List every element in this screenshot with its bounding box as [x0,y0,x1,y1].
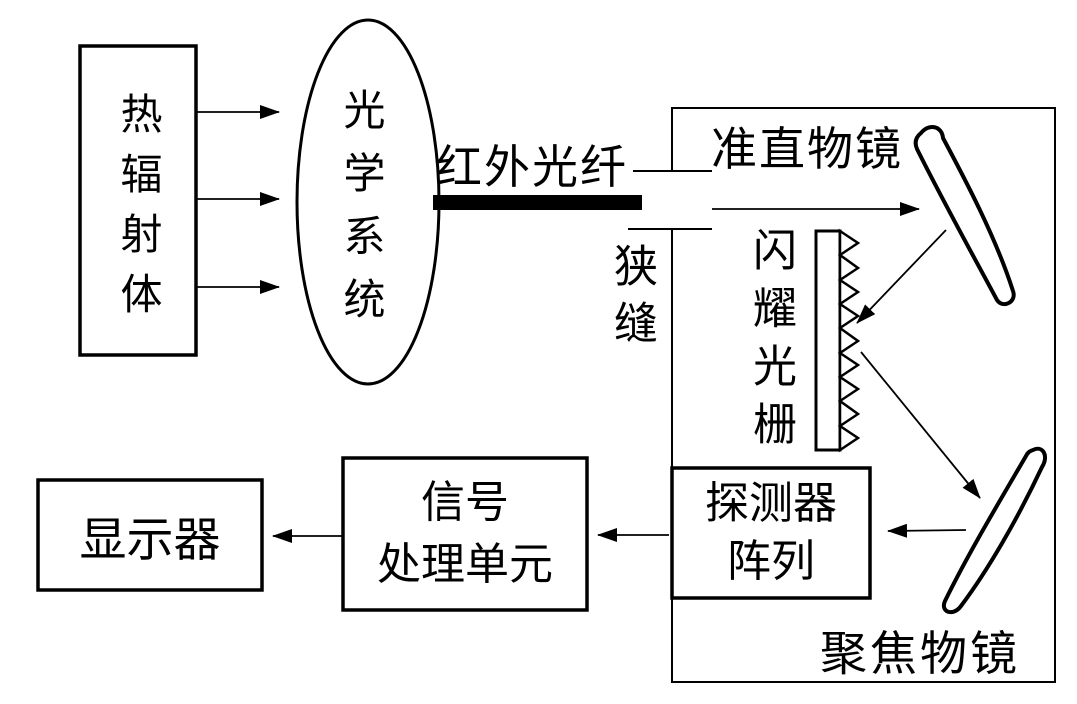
signal-processor-label-line1: 信号 [421,478,509,528]
detector-array-label-line1: 探测器 [705,478,837,528]
spectrometer-enclosure-box [671,107,1056,683]
thermal-radiator-box [78,44,198,357]
beam-arrow-collimator-to-grating [856,229,947,324]
display-box [36,478,264,592]
beam-arrow-focuser-to-detector [887,523,967,538]
display-label-text: 显示器 [79,512,221,566]
signal-processor-label: 信号 处理单元 [343,458,587,610]
focusing-mirror [941,446,1047,615]
blazed-grating-label: 闪耀光栅 [746,227,795,459]
detector-array-label-line2: 阵列 [727,537,815,586]
detector-array-box [670,466,872,600]
grating-bar [814,229,842,452]
optical-system-label: 光学系统 [338,88,385,340]
thermal-radiator-label: 热辐射体 [115,92,162,332]
infrared-fiber-label: 红外光纤 [436,141,628,193]
collimating-mirror [913,125,1016,307]
detector-array-label: 探测器 阵列 [672,468,870,598]
grating-sawtooth [837,228,861,453]
beam-arrow-grating-to-focuser [860,351,981,499]
slit-label: 狭缝 [607,243,656,357]
signal-processor-label-line2: 处理单元 [377,540,553,589]
infrared-fiber-bar [433,195,642,210]
collimating-lens-label: 准直物镜 [711,123,903,175]
signal-processor-box [341,456,589,612]
display-label: 显示器 [38,480,262,590]
focusing-lens-label: 聚焦物镜 [820,627,1020,680]
